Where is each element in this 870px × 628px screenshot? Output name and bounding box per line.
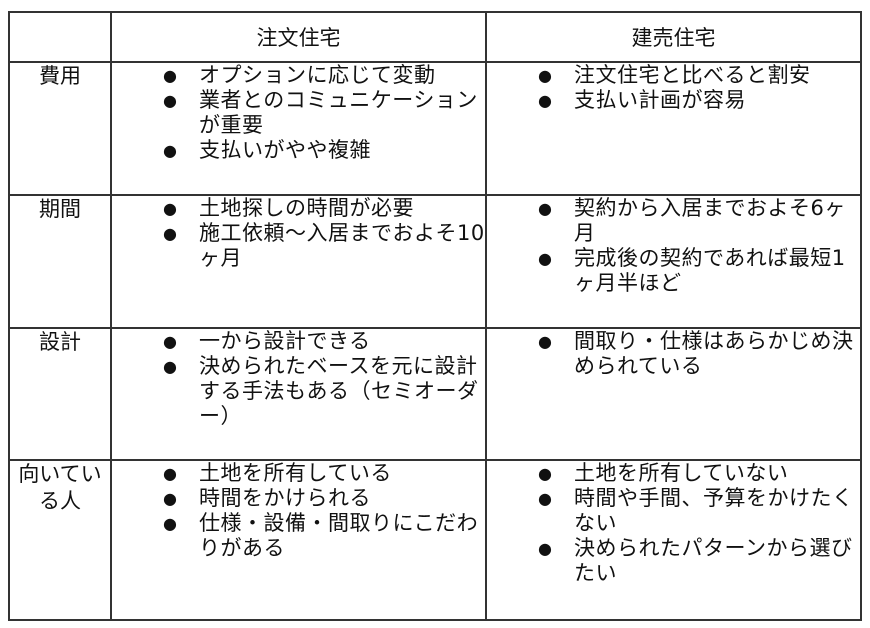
header-custom-home: 注文住宅 <box>110 11 487 63</box>
bullet-list: ●間取り・仕様はあらかじめ決められている <box>487 329 860 379</box>
bullet-icon: ● <box>538 489 553 508</box>
list-item: ●一から設計できる <box>163 329 371 353</box>
list-item: ●土地探しの時間が必要 <box>163 196 414 220</box>
cell-ready-period: ●契約から入居までおよそ6ヶ月 ●完成後の契約であれば最短1ヶ月半ほど <box>485 194 862 329</box>
row-label-suited-for: 向いている人 <box>8 459 112 621</box>
cell-ready-cost: ●注文住宅と比べると割安 ●支払い計画が容易 <box>485 61 862 196</box>
bullet-icon: ● <box>163 199 178 218</box>
list-item: ●間取り・仕様はあらかじめ決められている <box>538 329 854 378</box>
bullet-list: ●土地を所有している ●時間をかけられる ●仕様・設備・間取りにこだわりがある <box>112 461 485 561</box>
header-row: 注文住宅 建売住宅 <box>8 11 862 63</box>
bullet-icon: ● <box>163 514 178 533</box>
list-item: ●時間をかけられる <box>163 486 371 510</box>
bullet-icon: ● <box>538 539 553 558</box>
list-item: ●オプションに応じて変動 <box>163 63 436 87</box>
cell-ready-design: ●間取り・仕様はあらかじめ決められている <box>485 327 862 461</box>
bullet-icon: ● <box>538 332 553 351</box>
bullet-icon: ● <box>163 224 178 243</box>
cell-custom-cost: ●オプションに応じて変動 ●業者とのコミュニケーションが重要 ●支払いがやや複雑 <box>110 61 487 196</box>
list-item: ●決められたパターンから選びたい <box>538 536 853 585</box>
row-label-period: 期間 <box>8 194 112 329</box>
bullet-icon: ● <box>538 249 553 268</box>
header-empty <box>8 11 112 63</box>
bullet-list: ●オプションに応じて変動 ●業者とのコミュニケーションが重要 ●支払いがやや複雑 <box>112 63 485 163</box>
bullet-icon: ● <box>538 464 553 483</box>
cell-custom-design: ●一から設計できる ●決められたベースを元に設計する手法もある（セミオーダー） <box>110 327 487 461</box>
bullet-list: ●土地を所有していない ●時間や手間、予算をかけたくない ●決められたパターンか… <box>487 461 860 586</box>
row-suited-for: 向いている人 ●土地を所有している ●時間をかけられる ●仕様・設備・間取りにこ… <box>8 459 862 621</box>
row-design: 設計 ●一から設計できる ●決められたベースを元に設計する手法もある（セミオーダ… <box>8 327 862 461</box>
list-item: ●支払いがやや複雑 <box>163 138 371 162</box>
cell-ready-suited-for: ●土地を所有していない ●時間や手間、予算をかけたくない ●決められたパターンか… <box>485 459 862 621</box>
list-item: ●土地を所有している <box>163 461 392 485</box>
row-period: 期間 ●土地探しの時間が必要 ●施工依頼〜入居までおよそ10ヶ月 ●契約から入居… <box>8 194 862 329</box>
list-item: ●決められたベースを元に設計する手法もある（セミオーダー） <box>163 354 479 428</box>
list-item: ●仕様・設備・間取りにこだわりがある <box>163 511 479 560</box>
bullet-icon: ● <box>163 464 178 483</box>
list-item: ●業者とのコミュニケーションが重要 <box>163 88 478 137</box>
bullet-icon: ● <box>163 91 178 110</box>
list-item: ●時間や手間、予算をかけたくない <box>538 486 854 535</box>
comparison-table: 注文住宅 建売住宅 費用 ●オプションに応じて変動 ●業者とのコミュニケーション… <box>8 11 862 621</box>
bullet-list: ●土地探しの時間が必要 ●施工依頼〜入居までおよそ10ヶ月 <box>112 196 485 271</box>
bullet-icon: ● <box>163 66 178 85</box>
cell-custom-period: ●土地探しの時間が必要 ●施工依頼〜入居までおよそ10ヶ月 <box>110 194 487 329</box>
bullet-icon: ● <box>163 357 178 376</box>
bullet-icon: ● <box>538 199 553 218</box>
header-ready-built-home: 建売住宅 <box>485 11 862 63</box>
bullet-icon: ● <box>538 66 553 85</box>
list-item: ●契約から入居までおよそ6ヶ月 <box>538 196 846 245</box>
list-item: ●支払い計画が容易 <box>538 88 746 112</box>
row-label-cost: 費用 <box>8 61 112 196</box>
bullet-icon: ● <box>163 489 178 508</box>
bullet-icon: ● <box>538 91 553 110</box>
row-label-design: 設計 <box>8 327 112 461</box>
list-item: ●施工依頼〜入居までおよそ10ヶ月 <box>163 221 485 270</box>
bullet-list: ●一から設計できる ●決められたベースを元に設計する手法もある（セミオーダー） <box>112 329 485 429</box>
list-item: ●完成後の契約であれば最短1ヶ月半ほど <box>538 246 846 295</box>
bullet-list: ●契約から入居までおよそ6ヶ月 ●完成後の契約であれば最短1ヶ月半ほど <box>487 196 860 296</box>
bullet-list: ●注文住宅と比べると割安 ●支払い計画が容易 <box>487 63 860 113</box>
bullet-icon: ● <box>163 141 178 160</box>
list-item: ●注文住宅と比べると割安 <box>538 63 811 87</box>
bullet-icon: ● <box>163 332 178 351</box>
row-cost: 費用 ●オプションに応じて変動 ●業者とのコミュニケーションが重要 ●支払いがや… <box>8 61 862 196</box>
cell-custom-suited-for: ●土地を所有している ●時間をかけられる ●仕様・設備・間取りにこだわりがある <box>110 459 487 621</box>
list-item: ●土地を所有していない <box>538 461 789 485</box>
